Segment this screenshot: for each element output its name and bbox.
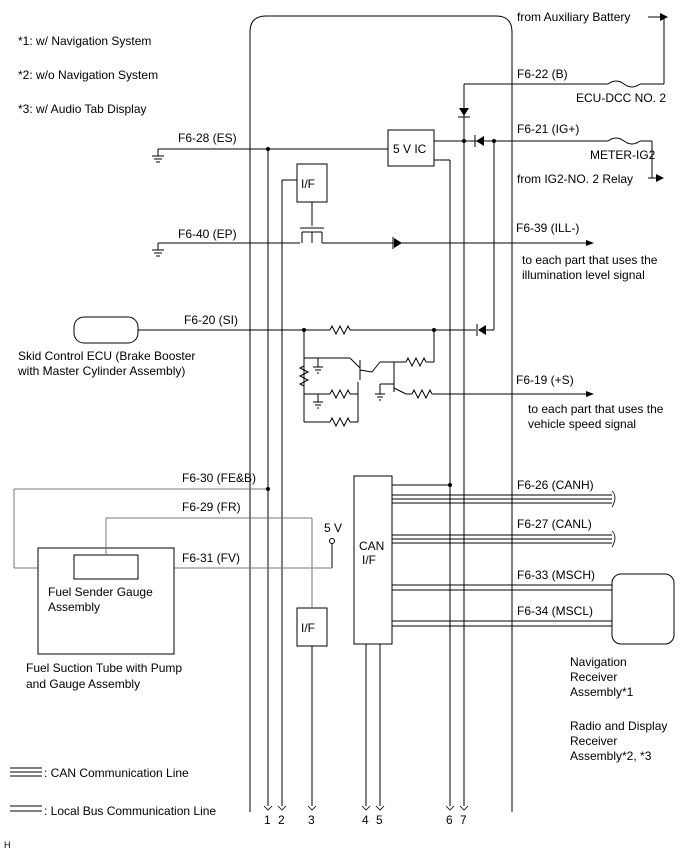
pin-si-label: F6-20 (SI)	[184, 313, 238, 327]
radio-receiver-label-1: Radio and Display	[570, 719, 667, 733]
pin-b-label: F6-22 (B)	[517, 67, 568, 81]
terminal-6-label: 6	[446, 813, 453, 827]
fuse-meter-ig2-label: METER-IG2	[590, 148, 656, 162]
pin-feb-label: F6-30 (FE&B)	[182, 471, 256, 485]
navigation-receiver-box	[611, 573, 675, 645]
pin-ig-label: F6-21 (IG+)	[517, 122, 579, 136]
ill-diode-icon	[394, 238, 402, 248]
fuse-meter-ig2-icon	[607, 137, 641, 145]
canh-break-icon	[611, 490, 616, 508]
terminal-3-label: 3	[308, 813, 315, 827]
fuel-suction-label-1: Fuel Suction Tube with Pump	[26, 661, 182, 675]
radio-receiver-label-3: Assembly*2, *3	[570, 749, 652, 763]
speed-arrow-icon	[586, 391, 594, 397]
legend-can-label: : CAN Communication Line	[44, 766, 189, 780]
speed-destination-2: vehicle speed signal	[528, 417, 636, 431]
b-diode-icon	[459, 108, 469, 116]
skid-ecu-label-2: with Master Cylinder Assembly)	[17, 364, 185, 378]
ill-destination-1: to each part that uses the	[522, 253, 658, 267]
legend-local-label: : Local Bus Communication Line	[44, 804, 216, 818]
if-label-top: I/F	[301, 177, 315, 191]
pin-s-label: F6-19 (+S)	[516, 373, 574, 387]
note-navigation: *1: w/ Navigation System	[18, 34, 151, 48]
pin-fr-label: F6-29 (FR)	[182, 500, 241, 514]
pin-fv-label: F6-31 (FV)	[182, 551, 240, 565]
nav-receiver-label-1: Navigation	[570, 655, 627, 669]
fuel-suction-label-2: and Gauge Assembly	[26, 677, 140, 691]
fuse-ecu-dcc-icon	[607, 80, 641, 88]
ic-5v-label: 5 V IC	[393, 142, 427, 156]
pin-mscl-label: F6-34 (MSCL)	[517, 604, 593, 618]
canl-break-icon	[611, 530, 616, 548]
terminal-1-label: 1	[264, 813, 271, 827]
v5-label: 5 V	[324, 521, 342, 535]
ill-destination-2: illumination level signal	[522, 268, 645, 282]
if-label-bottom: I/F	[301, 621, 315, 635]
corner-mark: H	[4, 840, 11, 850]
pin-canl-label: F6-27 (CANL)	[517, 517, 592, 531]
si-diode-icon	[478, 325, 486, 335]
pin-msch-label: F6-33 (MSCH)	[517, 568, 595, 582]
ig2-relay-label: from IG2-NO. 2 Relay	[517, 172, 633, 186]
terminal-2-label: 2	[278, 813, 285, 827]
fuel-sender-gauge-box	[73, 554, 139, 580]
if-box-top	[296, 163, 328, 203]
ig-diode-icon	[476, 136, 484, 146]
radio-receiver-label-2: Receiver	[570, 734, 617, 748]
ic-5v-box	[387, 129, 435, 167]
nav-receiver-label-2: Receiver	[570, 670, 617, 684]
terminal-5-label: 5	[376, 813, 383, 827]
can-if-label-can: CAN	[359, 539, 384, 553]
pin-canh-label: F6-26 (CANH)	[517, 478, 594, 492]
can-if-label-if: I/F	[362, 553, 376, 567]
fuel-sender-label-1: Fuel Sender Gauge	[48, 585, 153, 599]
pin-ill-label: F6-39 (ILL-)	[516, 221, 579, 235]
fuel-sender-label-2: Assembly	[48, 600, 100, 614]
speed-destination-1: to each part that uses the	[528, 402, 664, 416]
ig2-relay-arrow-icon	[656, 174, 664, 182]
note-audio-tab: *3: w/ Audio Tab Display	[18, 102, 147, 116]
pin-es-label: F6-28 (ES)	[178, 131, 237, 145]
terminal-4-label: 4	[362, 813, 369, 827]
aux-battery-label: from Auxiliary Battery	[517, 10, 630, 24]
combination-meter-body	[249, 15, 513, 812]
terminal-7-label: 7	[460, 813, 467, 827]
note-no-navigation: *2: w/o Navigation System	[18, 68, 158, 82]
skid-control-ecu-box	[73, 316, 139, 344]
v5-terminal-icon	[329, 538, 335, 544]
pin-ep-label: F6-40 (EP)	[178, 227, 237, 241]
nav-receiver-label-3: Assembly*1	[570, 685, 634, 699]
fuse-ecu-dcc-label: ECU-DCC NO. 2	[576, 91, 666, 105]
can-if-box	[353, 475, 393, 645]
terminal-ticks	[263, 805, 469, 811]
si-resistor-icon	[329, 324, 351, 336]
skid-ecu-label-1: Skid Control ECU (Brake Booster	[18, 349, 195, 363]
speed-resistor-left-icon	[298, 365, 310, 387]
